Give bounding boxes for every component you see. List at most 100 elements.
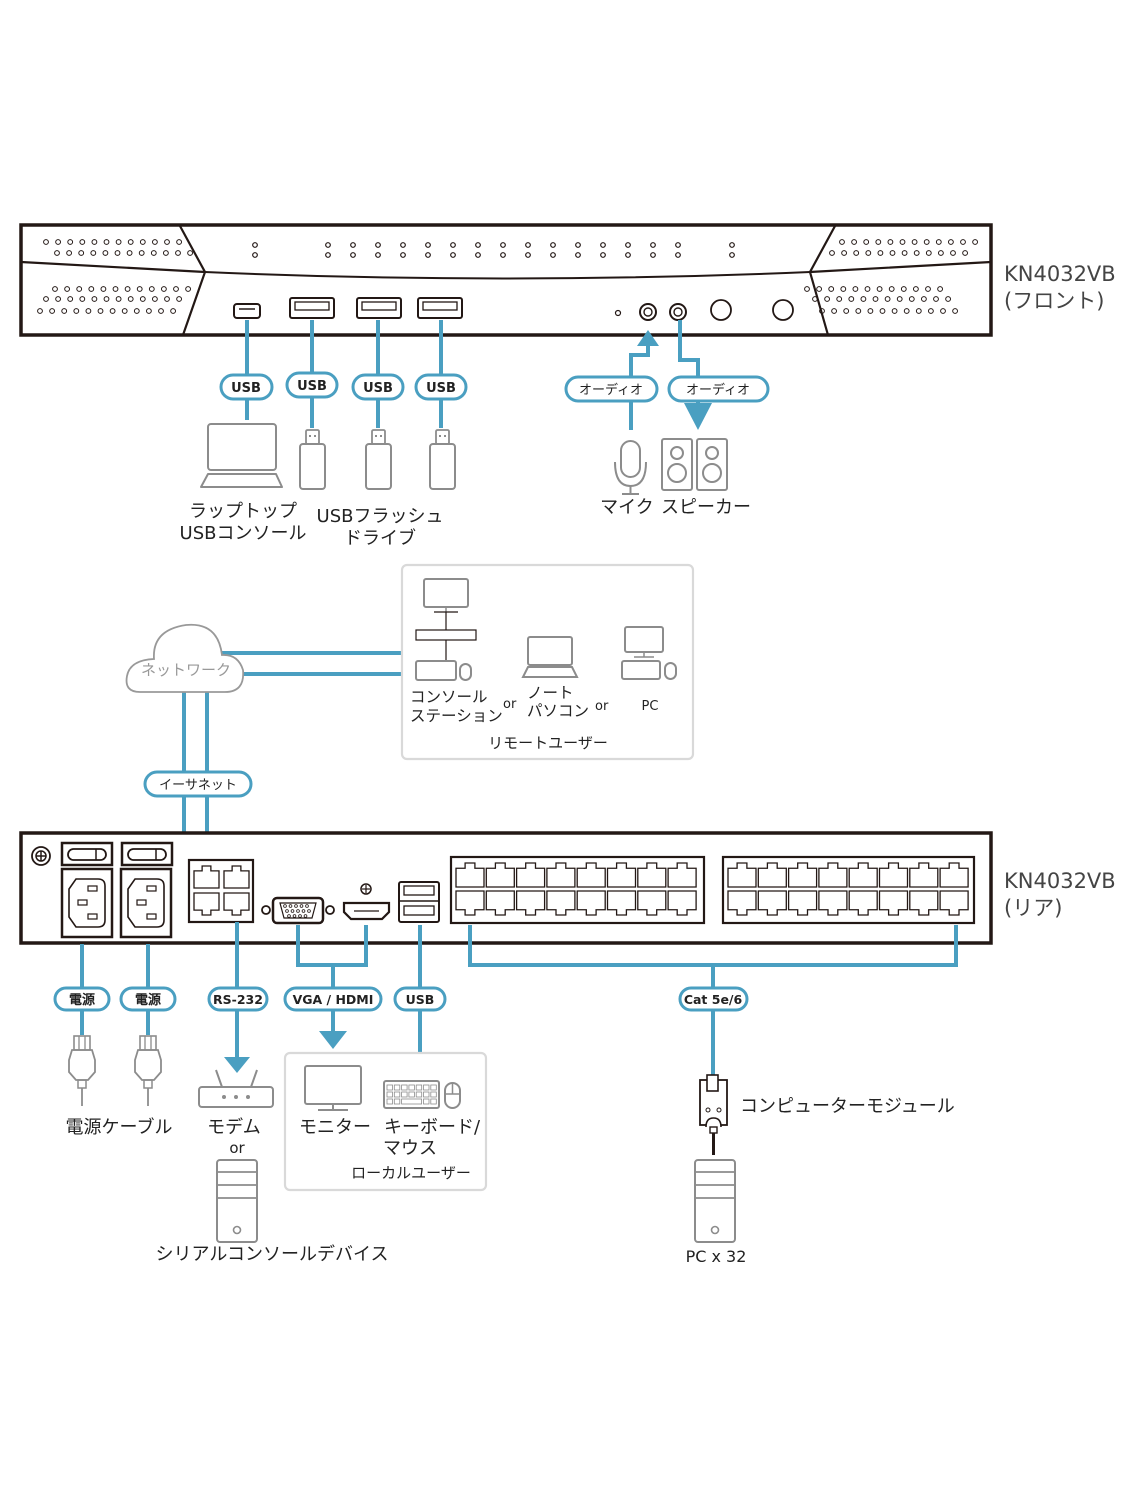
kvm-port: [606, 862, 637, 888]
serial-console-tower-icon: [216, 1159, 258, 1243]
mic-jack: [639, 303, 657, 321]
svg-text:電源: 電源: [135, 992, 161, 1008]
front-model-label: KN4032VB: [1004, 262, 1116, 286]
kvm-port: [637, 862, 667, 888]
power-button: [710, 299, 732, 321]
ethernet-pill: イーサネット: [143, 770, 253, 798]
kvm-port: [606, 890, 637, 916]
kvm-port: [667, 890, 697, 916]
power-plug-icon: [134, 1035, 162, 1106]
monitor-icon: [304, 1065, 362, 1111]
pc-count-caption: PC x 32: [686, 1247, 747, 1266]
pc-caption: PC: [642, 699, 659, 714]
lan-ports: [193, 865, 250, 916]
usb-port-1: [289, 297, 335, 319]
kvm-port: [727, 862, 757, 888]
power-inlet-1: [60, 867, 114, 939]
serial-device-caption: シリアルコンソールデバイス: [156, 1244, 389, 1265]
kvm-port: [637, 890, 667, 916]
svg-text:Cat 5e/6: Cat 5e/6: [684, 992, 743, 1007]
vga-port: [261, 896, 335, 925]
svg-text:オーディオ: オーディオ: [686, 382, 750, 398]
usb-flash-drive-icon: [299, 429, 326, 490]
power-pill-1: 電源: [53, 986, 111, 1012]
kvm-port: [878, 890, 909, 916]
ground-screw-icon: [31, 846, 51, 866]
usb-pill-1: USB: [219, 373, 274, 401]
power-switch-1: [60, 841, 114, 867]
kvm-port: [515, 862, 546, 888]
svg-text:イーサネット: イーサネット: [159, 778, 237, 793]
flash-caption-1: USBフラッシュ: [317, 506, 444, 527]
audio-out-pill: オーディオ: [667, 375, 770, 403]
kvm-port: [546, 862, 576, 888]
arrow-up-icon: [637, 330, 659, 346]
or-label-rear: or: [229, 1139, 245, 1157]
network-label: ネットワーク: [141, 661, 231, 679]
arrow-down-icon: [224, 1057, 250, 1073]
vent-holes: [37, 239, 978, 314]
or-label-1: or: [503, 697, 517, 712]
usb-pill-4: USB: [414, 373, 468, 401]
kvm-port: [939, 862, 969, 888]
pc-monitor-icon: [621, 626, 677, 680]
kbm-caption-1: キーボード/: [384, 1117, 481, 1138]
lan-port-block: [187, 858, 255, 924]
keyboard-mouse-icon: [383, 1080, 461, 1109]
or-label-2: or: [595, 699, 609, 714]
svg-text:USB: USB: [406, 992, 435, 1007]
remote-users-title: リモートユーザー: [488, 734, 608, 752]
local-users-box: モニター キーボード/ マウス ローカルユーザー: [283, 1051, 488, 1192]
kvm-port: [455, 862, 485, 888]
reset-button: [772, 299, 794, 321]
svg-text:USB: USB: [297, 379, 327, 394]
kvm-ports: [455, 862, 969, 916]
microphone-icon: [614, 440, 647, 495]
laptop-caption-1: ラップトップ: [189, 501, 297, 522]
usb-port-2: [356, 297, 402, 319]
flash-caption-2: ドライブ: [344, 527, 416, 549]
svg-text:RS-232: RS-232: [213, 992, 263, 1007]
svg-text:オーディオ: オーディオ: [579, 382, 643, 398]
notebook-caption-2: パソコン: [527, 702, 589, 720]
front-side-label: (フロント): [1004, 289, 1104, 313]
monitor-caption: モニター: [299, 1117, 371, 1138]
console-station-caption-2: ステーション: [410, 707, 503, 725]
micro-usb-port: [233, 303, 261, 319]
usb-pill-3: USB: [351, 373, 405, 401]
kvm-port: [878, 862, 909, 888]
kvm-port: [909, 862, 939, 888]
vga-hdmi-pill: VGA / HDMI: [283, 986, 383, 1012]
kvm-port: [576, 890, 606, 916]
kvm-port: [787, 862, 818, 888]
svg-text:USB: USB: [231, 381, 261, 396]
kvm-port: [727, 890, 757, 916]
cat-pill: Cat 5e/6: [678, 986, 749, 1012]
hdmi-port: [342, 883, 391, 921]
laptop-caption-2: USBコンソール: [180, 523, 307, 544]
power-switch-2: [120, 841, 174, 867]
modem-caption: モデム: [207, 1117, 261, 1138]
mic-caption: マイク: [600, 497, 654, 518]
kvm-port: [455, 890, 485, 916]
power-cable-caption: 電源ケーブル: [66, 1116, 173, 1138]
kvm-port: [939, 890, 969, 916]
kvm-port: [515, 890, 546, 916]
kvm-port: [787, 890, 818, 916]
usb-flash-drive-icon: [429, 429, 456, 490]
kbm-caption-2: マウス: [383, 1138, 437, 1159]
kvm-port: [909, 890, 939, 916]
usb-flash-drive-icon: [365, 429, 392, 490]
computer-module-icon: [699, 1074, 728, 1155]
notebook-caption-1: ノート: [527, 684, 574, 702]
kvm-port-bank-2: [721, 855, 976, 925]
rear-panel: [19, 831, 993, 945]
kvm-port: [757, 862, 787, 888]
console-station-caption-1: コンソール: [410, 688, 488, 706]
laptop-icon: [200, 423, 283, 488]
cloud-icon: [125, 623, 245, 693]
pc-tower-icon: [694, 1159, 736, 1243]
svg-text:USB: USB: [426, 381, 456, 396]
console-station-icon: [415, 578, 477, 681]
speaker-caption: スピーカー: [661, 497, 751, 518]
